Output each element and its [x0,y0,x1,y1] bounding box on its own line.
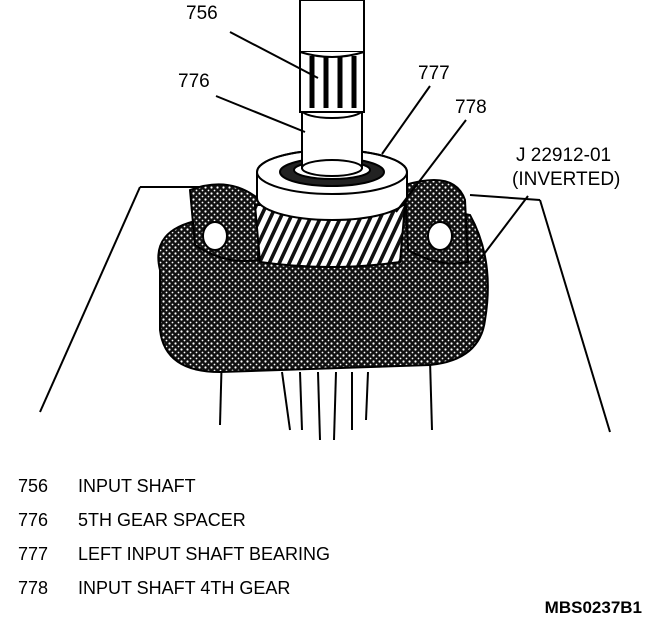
legend-number: 756 [18,476,49,496]
callout-756: 756 [186,3,218,24]
legend-description: LEFT INPUT SHAFT BEARING [78,544,331,564]
legend-number: 777 [18,544,49,564]
figure-code: MBS0237B1 [544,598,642,617]
bearing-puller-tool [157,179,489,374]
legend-number: 776 [18,510,49,530]
callout-778: 778 [455,97,487,118]
callout-777: 777 [418,63,450,84]
legend-description: INPUT SHAFT [78,476,196,496]
callout-tool-note: (INVERTED) [512,169,621,190]
input-shaft-4th-gear [253,204,407,268]
input-shaft [299,0,365,113]
legend-description: INPUT SHAFT 4TH GEAR [78,578,291,598]
exploded-view-illustration [39,0,611,441]
press-plate-outline [39,186,611,433]
legend-description: 5TH GEAR SPACER [78,510,246,530]
lower-shaft [281,371,369,441]
leader-lines [215,31,529,263]
callout-776: 776 [178,71,210,92]
legend-number: 778 [18,578,49,598]
callout-tool-number: J 22912-01 [516,145,612,166]
5th-gear-spacer [301,101,363,177]
